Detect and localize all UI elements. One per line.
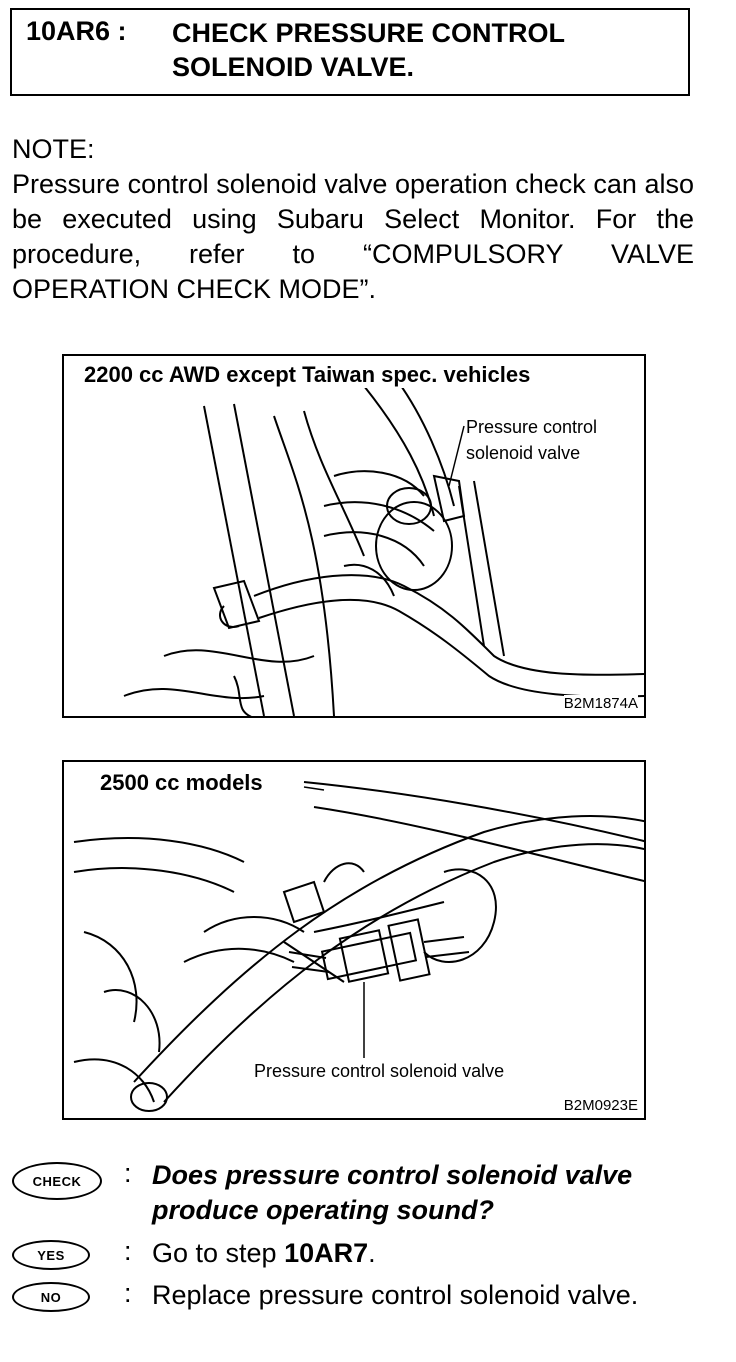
step-header: 10AR6 : CHECK PRESSURE CONTROL SOLENOID …	[10, 8, 690, 96]
check-colon: :	[124, 1158, 132, 1188]
step-title-line1: CHECK PRESSURE CONTROL	[172, 18, 566, 48]
note-body: Pressure control solenoid valve operatio…	[12, 169, 694, 304]
step-title-line2: SOLENOID VALVE.	[172, 52, 415, 82]
figure-2200cc-callout-line2: solenoid valve	[466, 443, 581, 463]
yes-colon: :	[124, 1236, 132, 1266]
yes-action-step: 10AR7	[284, 1238, 369, 1268]
figure-2500cc-title: 2500 cc models	[100, 770, 263, 796]
figure-2200cc-code: B2M1874A	[563, 695, 638, 712]
yes-action: Go to step 10AR7.	[152, 1236, 694, 1271]
figure-2200cc-illustration	[123, 375, 644, 716]
figure-2200cc-title: 2200 cc AWD except Taiwan spec. vehicles	[84, 362, 531, 388]
note-label: NOTE:	[12, 134, 95, 164]
figure-2500cc-callout: Pressure control solenoid valve	[254, 1058, 505, 1084]
no-colon: :	[124, 1278, 132, 1308]
figure-2500cc: 2500 cc models Pressure control solenoid…	[62, 760, 646, 1120]
check-question: Does pressure control solenoid valve pro…	[152, 1160, 633, 1225]
note-section: NOTE: Pressure control solenoid valve op…	[12, 132, 694, 307]
step-id: 10AR6 :	[26, 16, 127, 46]
yes-badge: YES	[12, 1240, 90, 1270]
yes-action-end: .	[368, 1238, 376, 1268]
figure-2200cc-callout-line1: Pressure control	[466, 417, 598, 437]
figure-2200cc: 2200 cc AWD except Taiwan spec. vehicles…	[62, 354, 646, 718]
check-badge: CHECK	[12, 1162, 102, 1200]
yes-action-text: Go to step	[152, 1238, 285, 1268]
figure-2200cc-callout: Pressure control solenoid valve	[466, 414, 598, 466]
no-badge: NO	[12, 1282, 90, 1312]
figure-2500cc-illustration	[73, 781, 644, 1112]
figure-2500cc-code: B2M0923E	[563, 1097, 638, 1114]
step-title: CHECK PRESSURE CONTROL SOLENOID VALVE.	[172, 16, 672, 84]
no-action: Replace pressure control solenoid valve.	[152, 1280, 639, 1310]
